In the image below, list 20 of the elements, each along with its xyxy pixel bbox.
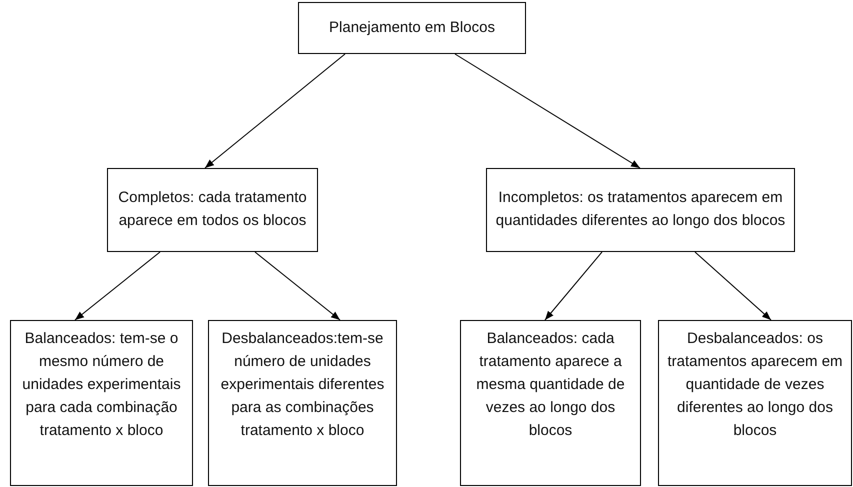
subcategory-box xyxy=(10,320,193,486)
node-text: Desbalanceados:tem-se número de unidades experimentais diferentes para as combinações tratamento x bloco xyxy=(220,329,386,441)
title-box xyxy=(298,2,526,54)
category-box xyxy=(107,168,318,252)
arrow xyxy=(254,252,340,320)
category-box xyxy=(486,168,795,252)
subcategory-box xyxy=(460,320,641,486)
arrow xyxy=(204,54,346,168)
arrow xyxy=(544,252,602,320)
arrow xyxy=(694,252,772,320)
subcategory-box xyxy=(658,320,852,486)
node-text: Completos: cada tratamento aparece em todos os blocos xyxy=(117,188,308,231)
arrow xyxy=(454,54,640,168)
node-text: Planejamento em Blocos xyxy=(329,18,495,38)
node-text: Balanceados: cada tratamento aparece a mesma quantidade de vezes ao longo dos blocos xyxy=(475,329,626,441)
arrow xyxy=(74,252,160,320)
node-text: Balanceados: tem-se o mesmo número de unidades experimentais para cada combinação tratamento x bloco xyxy=(21,329,182,441)
node-text: Desbalanceados: os tratamentos aparecem em quantidade de vezes diferentes ao longo dos blocos xyxy=(667,329,843,441)
subcategory-box xyxy=(208,320,397,486)
node-text: Incompletos: os tratamentos aparecem em quantidades diferentes ao longo dos blocos xyxy=(494,188,786,231)
